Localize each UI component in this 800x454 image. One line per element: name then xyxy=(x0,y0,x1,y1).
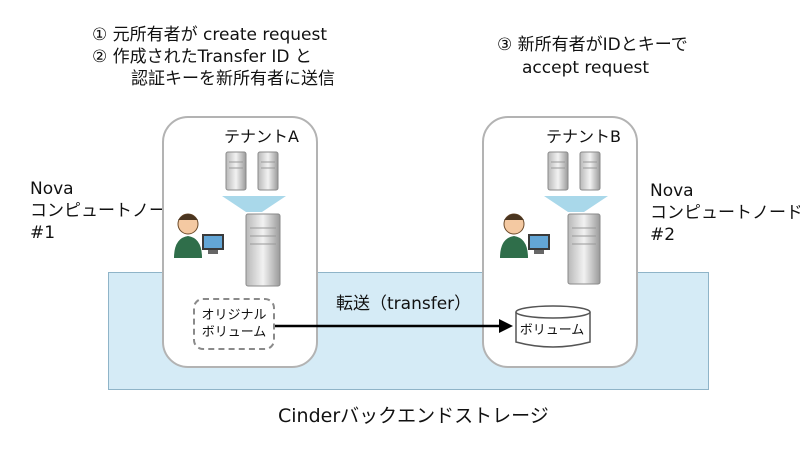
user-at-pc-icon xyxy=(174,213,224,258)
original-volume-label-2: ボリューム xyxy=(201,325,267,340)
step-2-text-cont: 認証キーを新所有者に送信 xyxy=(131,69,335,89)
step-2-text: ② 作成されたTransfer ID と xyxy=(92,47,312,67)
tenant-a-title: テナントA xyxy=(224,127,299,146)
user-at-pc-icon xyxy=(500,213,550,258)
small-server-icon xyxy=(257,151,279,191)
small-server-icon xyxy=(579,151,601,191)
step-3-text-cont: accept request xyxy=(522,58,650,78)
step-1-text: ① 元所有者が create request xyxy=(92,25,328,45)
new-volume-cylinder-icon xyxy=(515,305,591,348)
tenant-a-graphics xyxy=(174,151,286,287)
tenant-b-title: テナントB xyxy=(546,127,621,146)
storage-caption: Cinderバックエンドストレージ xyxy=(278,405,549,427)
server-tower-icon xyxy=(245,213,281,287)
nova-node-2-name: Nova xyxy=(650,181,694,201)
transfer-arrow-icon xyxy=(275,319,513,333)
small-server-icon xyxy=(547,151,569,191)
nova-node-1-name: Nova xyxy=(30,179,74,199)
transfer-label: 転送（transfer） xyxy=(336,294,472,314)
funnel-shape xyxy=(544,196,608,212)
nova-node-2-number: #2 xyxy=(650,225,676,245)
funnel-shape xyxy=(222,196,286,212)
step-3-text: ③ 新所有者がIDとキーで xyxy=(497,35,688,55)
original-volume: オリジナル ボリューム xyxy=(193,298,275,350)
new-volume-label: ボリューム xyxy=(519,322,585,338)
original-volume-label-1: オリジナル xyxy=(201,308,267,323)
nova-node-1-number: #1 xyxy=(30,223,56,243)
nova-node-1-type: コンピュートノード xyxy=(30,201,183,221)
small-server-icon xyxy=(225,151,247,191)
nova-node-2-type: コンピュートノード xyxy=(650,203,800,223)
tenant-b-graphics xyxy=(500,151,608,285)
server-tower-icon xyxy=(567,213,601,285)
